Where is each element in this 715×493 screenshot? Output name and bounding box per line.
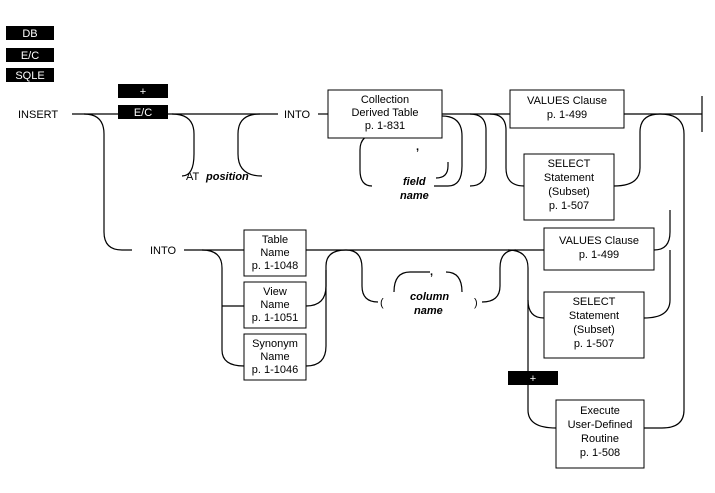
svg-text:p. 1-499: p. 1-499 xyxy=(579,249,619,261)
svg-text:E/C: E/C xyxy=(134,107,152,119)
comma-separator-top: , xyxy=(416,141,419,153)
collection-derived-table-box: Collection Derived Table p. 1-831 xyxy=(327,89,443,139)
svg-text:p. 1-499: p. 1-499 xyxy=(547,109,587,121)
ec-tag: E/C xyxy=(6,48,54,62)
close-paren: ) xyxy=(474,297,478,309)
svg-text:Name: Name xyxy=(260,247,289,259)
insert-keyword: INSERT xyxy=(18,109,58,121)
svg-text:SELECT: SELECT xyxy=(573,296,616,308)
execute-udr-box: Execute User-Defined Routine p. 1-508 xyxy=(555,399,645,469)
into-keyword-bottom: INTO xyxy=(150,245,177,257)
svg-text:Statement: Statement xyxy=(544,172,594,184)
svg-text:VALUES Clause: VALUES Clause xyxy=(527,95,607,107)
svg-text:Statement: Statement xyxy=(569,310,619,322)
svg-text:Synonym: Synonym xyxy=(252,338,298,350)
column-name-param: name xyxy=(414,305,443,317)
plus-lower-tag: + xyxy=(508,371,558,385)
open-paren: ( xyxy=(380,297,384,309)
table-name-box: Table Name p. 1-1048 xyxy=(243,229,307,277)
svg-text:p. 1-1051: p. 1-1051 xyxy=(252,312,298,324)
position-param: position xyxy=(205,171,249,183)
svg-text:Collection: Collection xyxy=(361,94,409,106)
svg-text:Derived Table: Derived Table xyxy=(351,107,418,119)
syntax-lines xyxy=(72,96,703,429)
values-clause-box-top: VALUES Clause p. 1-499 xyxy=(509,89,625,129)
svg-text:Table: Table xyxy=(262,234,288,246)
svg-text:p. 1-507: p. 1-507 xyxy=(549,200,589,212)
svg-text:User-Defined: User-Defined xyxy=(568,419,633,431)
svg-text:SELECT: SELECT xyxy=(548,158,591,170)
field-name-param: name xyxy=(400,190,429,202)
svg-text:+: + xyxy=(530,373,536,385)
svg-text:(Subset): (Subset) xyxy=(573,324,615,336)
ec-branch-tag: E/C xyxy=(118,105,168,119)
svg-text:E/C: E/C xyxy=(21,50,39,62)
plus-tag: + xyxy=(118,84,168,98)
column-param: column xyxy=(410,291,449,303)
select-statement-box-top: SELECT Statement (Subset) p. 1-507 xyxy=(523,153,615,221)
svg-text:+: + xyxy=(140,86,146,98)
svg-text:p. 1-1048: p. 1-1048 xyxy=(252,260,298,272)
svg-text:Name: Name xyxy=(260,299,289,311)
view-name-box: View Name p. 1-1051 xyxy=(243,281,307,329)
svg-text:VALUES Clause: VALUES Clause xyxy=(559,235,639,247)
into-keyword-top: INTO xyxy=(284,109,311,121)
sqle-tag: SQLE xyxy=(6,68,54,82)
synonym-name-box: Synonym Name p. 1-1046 xyxy=(243,333,307,381)
comma-separator-bottom: , xyxy=(430,266,433,278)
svg-text:p. 1-1046: p. 1-1046 xyxy=(252,364,298,376)
select-statement-box-bottom: SELECT Statement (Subset) p. 1-507 xyxy=(543,291,645,359)
svg-text:Routine: Routine xyxy=(581,433,619,445)
values-clause-box-bottom: VALUES Clause p. 1-499 xyxy=(543,227,655,271)
svg-text:p. 1-507: p. 1-507 xyxy=(574,338,614,350)
svg-text:(Subset): (Subset) xyxy=(548,186,590,198)
svg-text:SQLE: SQLE xyxy=(15,70,44,82)
at-keyword: AT xyxy=(186,171,200,183)
svg-text:Execute: Execute xyxy=(580,405,620,417)
field-param: field xyxy=(403,176,426,188)
svg-text:p. 1-508: p. 1-508 xyxy=(580,447,620,459)
db-tag: DB xyxy=(6,26,54,40)
svg-text:DB: DB xyxy=(22,28,37,40)
svg-text:View: View xyxy=(263,286,287,298)
svg-text:Name: Name xyxy=(260,351,289,363)
svg-text:p. 1-831: p. 1-831 xyxy=(365,120,405,132)
